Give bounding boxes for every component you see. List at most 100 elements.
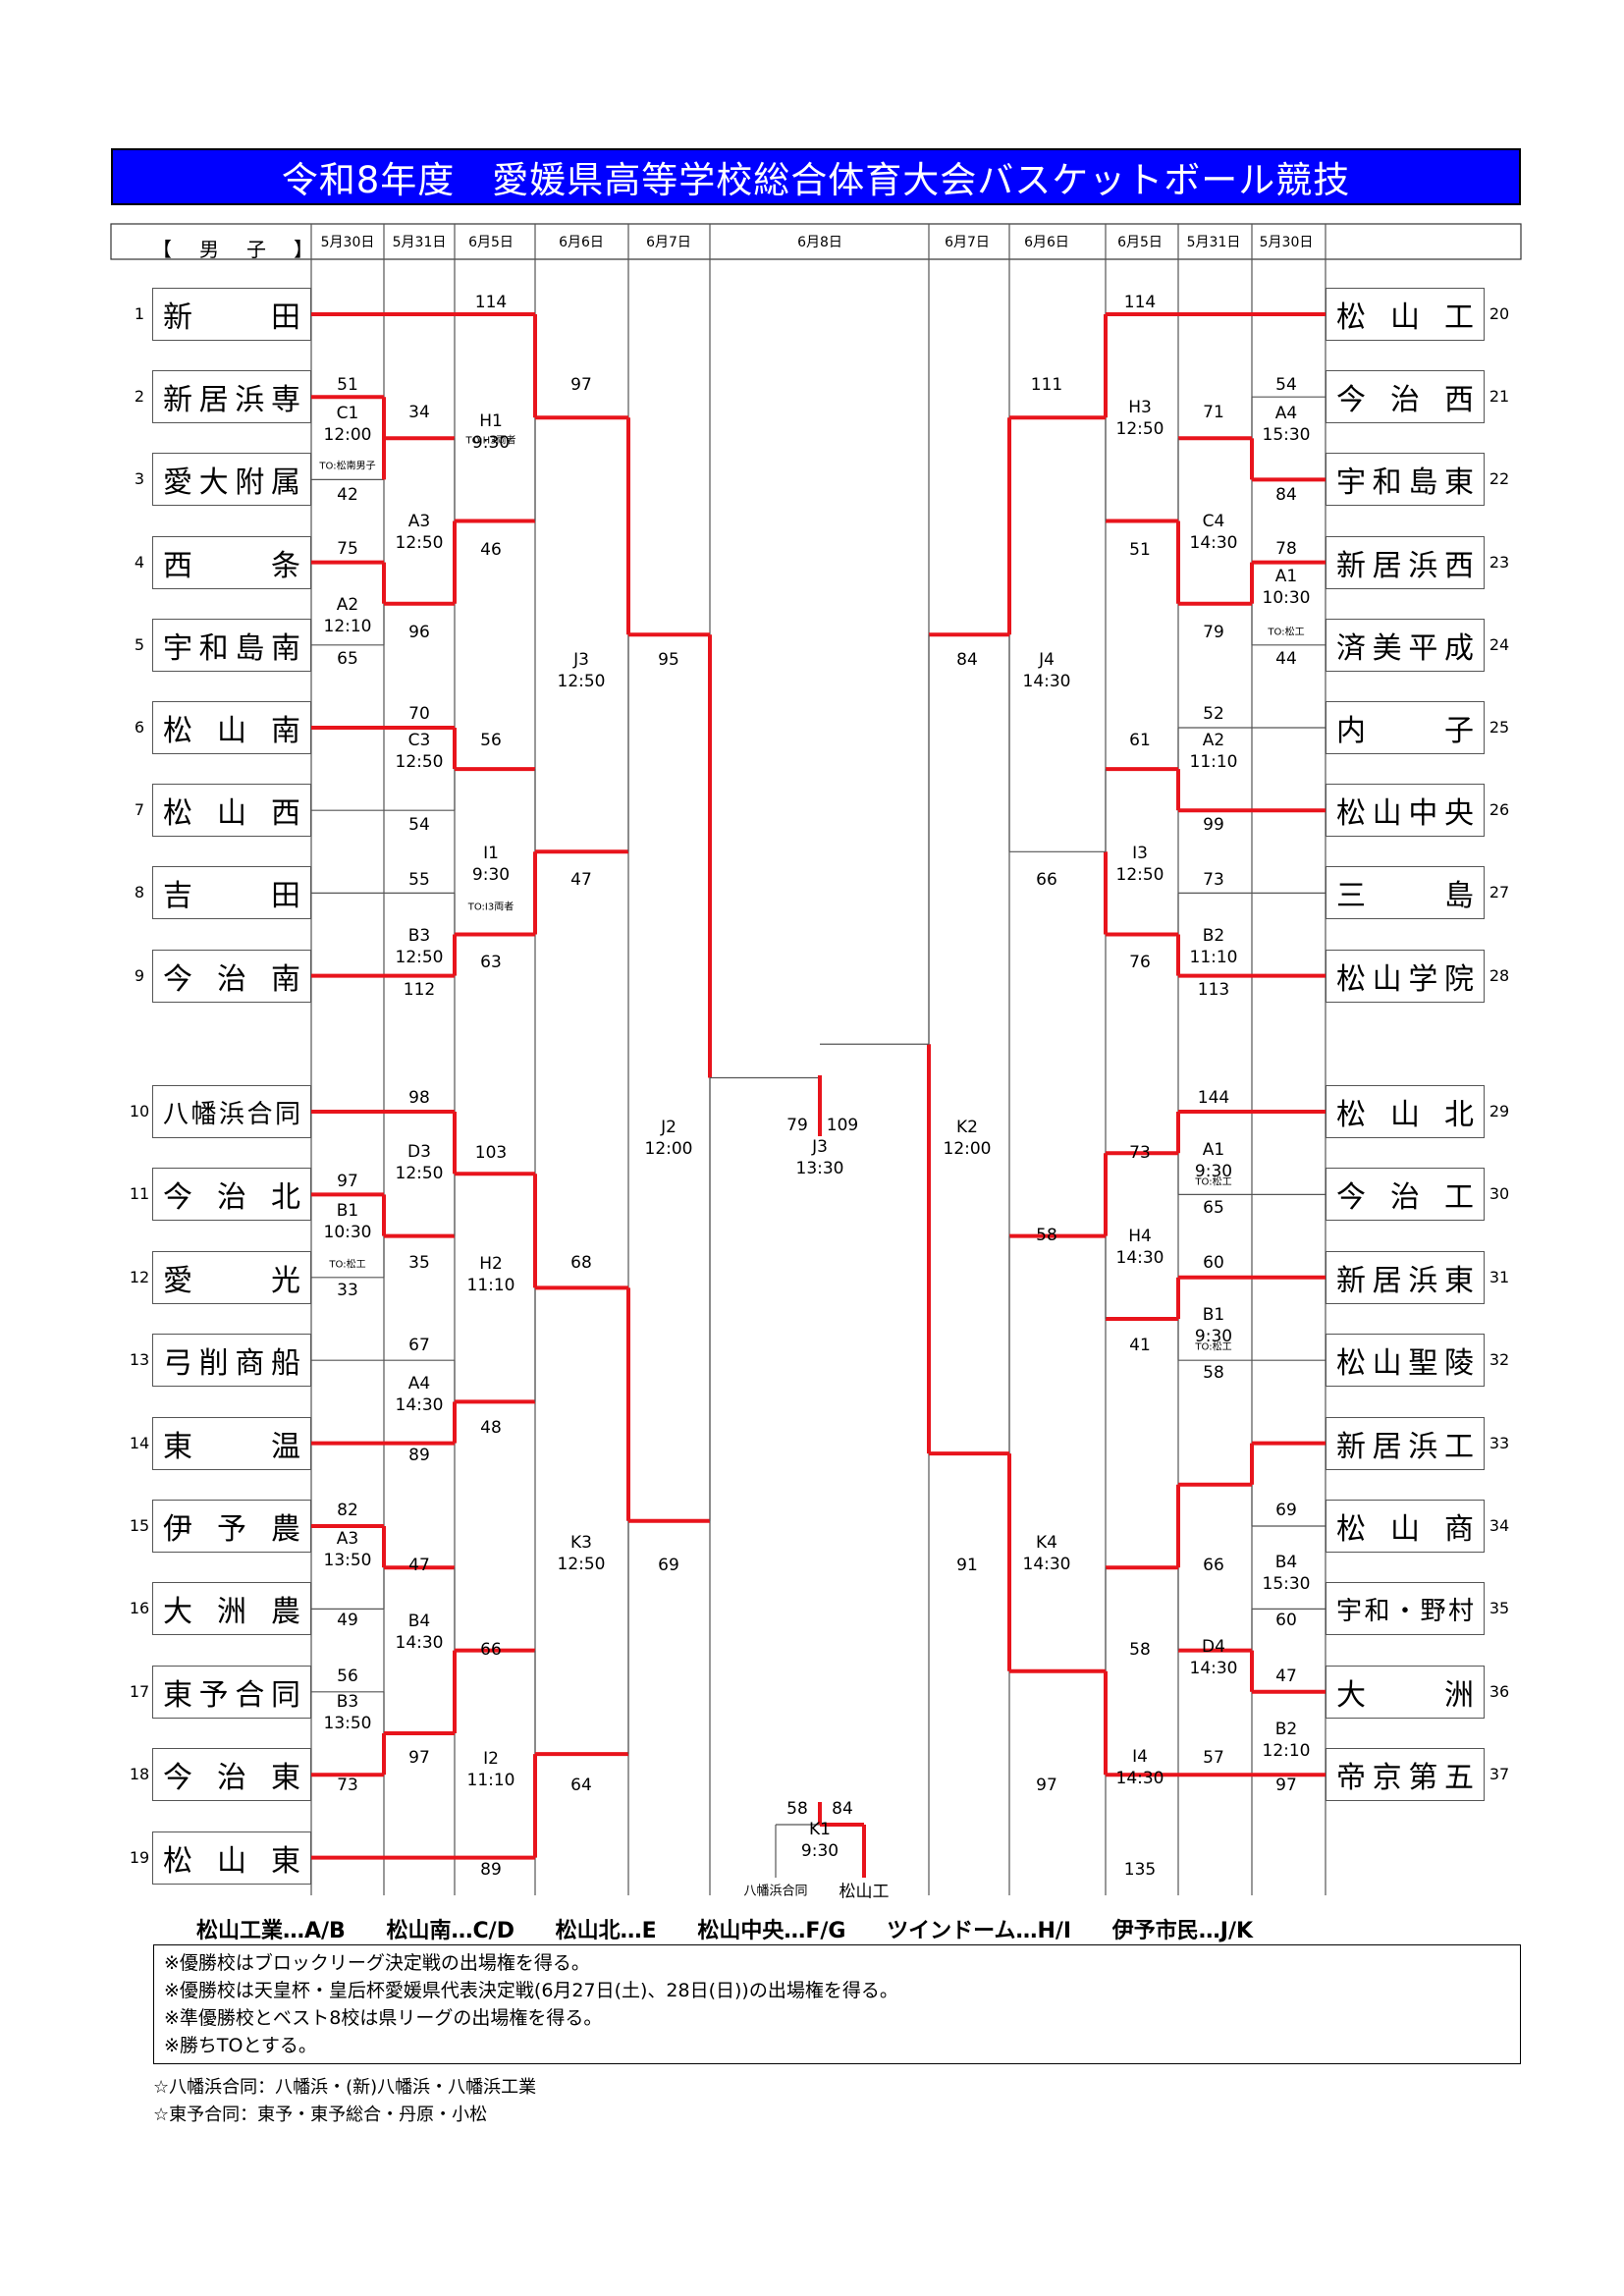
score: 73 xyxy=(1129,1143,1151,1163)
game-id: K4 xyxy=(1036,1533,1057,1553)
score: 66 xyxy=(1203,1556,1224,1575)
day-header: 6月6日 xyxy=(559,235,604,250)
score: 97 xyxy=(1036,1776,1057,1795)
game-time: 9:30 xyxy=(1194,1327,1233,1346)
team-box: 松山工 xyxy=(1326,288,1485,341)
score: 66 xyxy=(480,1640,502,1660)
team-box: 新居浜専 xyxy=(152,370,311,424)
score: 34 xyxy=(408,403,430,422)
note-line: ※勝ちTOとする。 xyxy=(164,2035,317,2056)
score: 114 xyxy=(474,293,508,312)
game-id: J3 xyxy=(573,650,589,670)
game-time: 11:10 xyxy=(1189,948,1238,967)
team-box: 松山聖陵 xyxy=(1326,1334,1485,1388)
game-id: B2 xyxy=(1202,926,1225,946)
score: 52 xyxy=(1203,704,1224,724)
score: 66 xyxy=(1036,870,1057,890)
game-id: K1 xyxy=(809,1820,831,1839)
score: 73 xyxy=(337,1776,358,1795)
game-time: 12:50 xyxy=(395,533,444,553)
seed-number: 5 xyxy=(134,634,145,654)
seed-number: 2 xyxy=(134,387,145,407)
seed-number: 22 xyxy=(1489,469,1510,489)
seed-number: 36 xyxy=(1489,1681,1510,1701)
team-box: 伊予農 xyxy=(152,1500,311,1553)
game-id: C1 xyxy=(336,404,359,423)
game-label: I4 14:30 xyxy=(1116,1746,1164,1789)
seed-number: 32 xyxy=(1489,1350,1510,1370)
game-id: B4 xyxy=(407,1612,431,1631)
game-time: 9:30 xyxy=(1194,1162,1233,1181)
game-time: 12:10 xyxy=(323,617,372,636)
score: 54 xyxy=(408,815,430,835)
game-label: K4 14:30 xyxy=(1023,1532,1071,1575)
venue-item: 松山工業…A/B xyxy=(196,1919,346,1943)
game-time: 12:50 xyxy=(395,752,444,772)
day-header: 6月5日 xyxy=(468,235,514,250)
game-time: 11:10 xyxy=(1189,752,1238,772)
game-time: 14:30 xyxy=(1115,1769,1164,1788)
day-header: 5月30日 xyxy=(320,235,375,250)
score: 82 xyxy=(337,1501,358,1520)
game-time: 9:30 xyxy=(471,433,511,453)
team-name: 松山北 xyxy=(1336,1098,1474,1132)
game-id: H3 xyxy=(1128,398,1152,417)
notes-box: ※優勝校はブロックリーグ決定戦の出場権を得る。 ※優勝校は天皇杯・皇后杯愛媛県代… xyxy=(153,1944,1521,2064)
score: 76 xyxy=(1129,953,1151,972)
team-box: 大洲農 xyxy=(152,1582,311,1636)
team-box: 松山商 xyxy=(1326,1500,1485,1553)
game-time: 14:30 xyxy=(1189,1659,1238,1678)
score: 42 xyxy=(337,485,358,505)
game-time: 14:30 xyxy=(1022,672,1071,691)
seed-number: 27 xyxy=(1489,883,1510,902)
game-time: 14:30 xyxy=(1022,1555,1071,1574)
game-time: 11:10 xyxy=(466,1276,515,1295)
game-id: K3 xyxy=(570,1533,592,1553)
score: 97 xyxy=(408,1748,430,1768)
team-box: 松山中央 xyxy=(1326,784,1485,838)
game-id: I2 xyxy=(483,1749,499,1769)
team-box: 松山東 xyxy=(152,1831,311,1885)
team-box: 今治工 xyxy=(1326,1168,1485,1222)
team-name: 松山南 xyxy=(163,714,300,748)
seed-number: 25 xyxy=(1489,718,1510,737)
score: 98 xyxy=(408,1088,430,1108)
score: 70 xyxy=(408,704,430,724)
game-id: H4 xyxy=(1128,1227,1152,1246)
game-id: I4 xyxy=(1132,1747,1148,1767)
team-name: 今治工 xyxy=(1336,1180,1474,1216)
score: 97 xyxy=(570,375,592,395)
game-label: C1 12:00 xyxy=(324,403,372,446)
game-id: C3 xyxy=(407,731,431,750)
team-name: 宇和島東 xyxy=(1336,465,1474,501)
gender-label: 【 男 子 】 xyxy=(152,238,317,261)
team-name: 新居浜東 xyxy=(1336,1263,1474,1298)
seed-number: 3 xyxy=(134,469,145,489)
score: 61 xyxy=(1129,731,1151,750)
game-time: 12:00 xyxy=(323,425,372,445)
score: 47 xyxy=(408,1556,430,1575)
seed-number: 7 xyxy=(134,800,145,820)
game-id: A1 xyxy=(1274,567,1298,586)
team-box: 新 田 xyxy=(152,288,311,341)
score: 48 xyxy=(480,1418,502,1438)
note-line: ※優勝校はブロックリーグ決定戦の出場権を得る。 xyxy=(164,1952,590,1974)
score: 55 xyxy=(408,870,430,890)
score: 68 xyxy=(570,1253,592,1273)
to-note: TO:松南男子 xyxy=(319,461,376,472)
page-title: 令和8年度 愛媛県高等学校総合体育大会バスケットボール競技 xyxy=(111,148,1521,205)
seed-number: 12 xyxy=(129,1267,150,1286)
team-box: 三 島 xyxy=(1326,866,1485,920)
team-box: 東予合同 xyxy=(152,1665,311,1719)
team-box: 宇和島南 xyxy=(152,618,311,672)
seed-number: 26 xyxy=(1489,800,1510,820)
